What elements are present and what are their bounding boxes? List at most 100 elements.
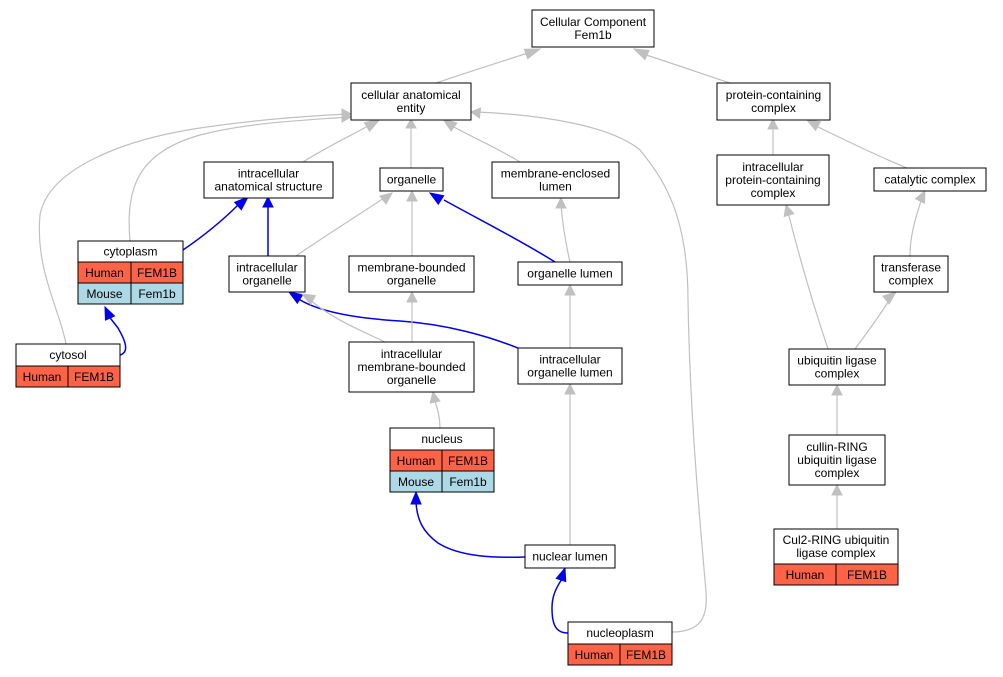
node-label: entity — [397, 101, 426, 115]
node-nlumen[interactable]: nuclear lumen — [524, 544, 616, 569]
edge-arrowhead — [428, 192, 445, 206]
node-label: protein-containing — [725, 173, 820, 187]
node-label: nuclear lumen — [532, 550, 607, 564]
edge-arrowhead — [882, 291, 898, 305]
edge-arrowhead — [379, 192, 393, 205]
node-label: ubiquitin ligase — [797, 354, 877, 368]
node-label: cytoplasm — [103, 245, 157, 259]
node-label: intracellular — [236, 261, 297, 275]
node-label: complex — [815, 367, 860, 381]
edge-transferase-to-catalytic — [909, 189, 926, 257]
edge-arrowhead — [300, 293, 317, 306]
node-box — [348, 255, 475, 293]
edge-arrowhead — [555, 196, 567, 209]
edge-catalytic-to-pcc — [805, 119, 908, 169]
node-label: ligase complex — [796, 546, 875, 560]
node-label: anatomical structure — [214, 180, 322, 194]
edge-arrowhead — [363, 118, 382, 133]
node-label: organelle lumen — [527, 267, 612, 281]
edge-arrowhead — [523, 48, 542, 60]
edge-arrowhead — [233, 196, 250, 211]
edge-arrowhead — [341, 108, 353, 120]
edge-line — [551, 578, 569, 634]
edge-nucleus-to-imbo — [429, 390, 441, 429]
node-label: complex — [751, 101, 796, 115]
node-label: nucleoplasm — [586, 626, 653, 640]
gene-cell-bg — [619, 643, 673, 666]
node-organelle[interactable]: organelle — [379, 167, 444, 192]
node-label: nucleus — [421, 432, 462, 446]
node-box — [350, 82, 472, 121]
node-label: ubiquitin ligase — [797, 453, 877, 467]
edge-line — [128, 116, 349, 242]
gene-cell: Fem1b — [449, 475, 487, 489]
node-label: lumen — [539, 180, 572, 194]
edge-cytoplasm-to-ias — [182, 196, 250, 251]
edge-iol-to-io — [287, 291, 526, 352]
edge-line — [443, 199, 556, 263]
edge-line — [307, 297, 386, 343]
species-cell: Human — [85, 266, 124, 280]
edge-arrowhead — [429, 390, 441, 404]
node-box — [873, 167, 987, 192]
node-label: organelle — [242, 274, 292, 288]
edge-line — [815, 125, 908, 169]
node-olumen[interactable]: organelle lumen — [517, 261, 623, 286]
node-box — [873, 255, 949, 293]
edge-arrowhead — [564, 382, 576, 395]
node-box — [716, 154, 830, 206]
edge-line — [787, 211, 829, 350]
edges-layer — [38, 48, 926, 634]
edge-olumen-to-mel — [555, 196, 571, 263]
edge-line — [38, 113, 349, 345]
edge-arrowhead — [406, 290, 418, 303]
edge-arrowhead — [406, 189, 418, 202]
node-label: Cul2-RING ubiquitin — [783, 533, 890, 547]
edge-arrowhead — [410, 490, 422, 505]
gene-cell: FEM1B — [847, 568, 887, 582]
node-label: intracellular — [742, 160, 803, 174]
edge-crulc-to-ulc — [831, 383, 843, 435]
species-cell: Human — [575, 648, 614, 662]
gene-cell-bg — [835, 563, 899, 586]
edge-io-to-organelle — [295, 192, 393, 257]
node-label: organelle — [387, 274, 437, 288]
edge-cytosol-to-cytoplasm — [104, 305, 127, 356]
edge-iol-to-olumen — [564, 283, 576, 348]
edge-io-to-ias — [262, 195, 274, 256]
edge-arrowhead — [405, 117, 417, 129]
edge-arrowhead — [104, 305, 116, 321]
edge-line — [435, 52, 529, 84]
node-label: organelle — [387, 373, 437, 387]
edge-cul2-to-crulc — [831, 483, 843, 529]
node-catalytic[interactable]: catalytic complex — [873, 167, 987, 192]
edge-ipcc-to-pcc — [767, 117, 779, 155]
node-label: membrane-enclosed — [501, 167, 610, 181]
node-label: complex — [751, 186, 796, 200]
edge-line — [451, 125, 521, 163]
node-box — [773, 528, 899, 565]
node-label: catalytic complex — [884, 173, 975, 187]
edge-arrowhead — [914, 189, 926, 205]
edge-ias-to-cae — [302, 118, 382, 163]
edge-arrowhead — [767, 117, 779, 130]
node-label: Fem1b — [574, 28, 612, 42]
